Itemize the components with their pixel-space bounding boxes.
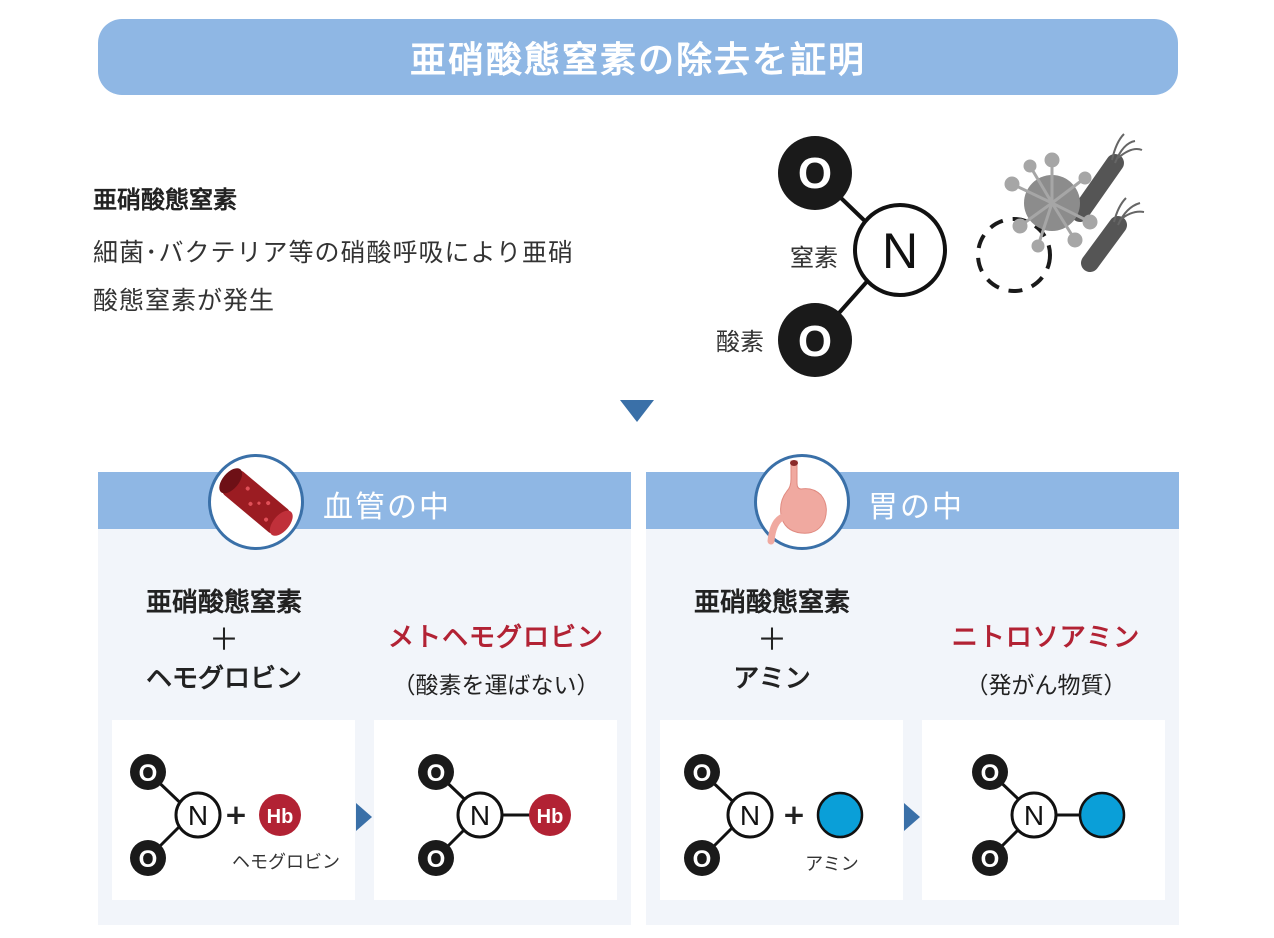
page-title: 亜硝酸態窒素の除去を証明 xyxy=(409,40,866,81)
reaction-arrow-icon xyxy=(904,803,920,831)
blood-vessel-icon xyxy=(208,454,304,550)
reactants: 亜硝酸態窒素 ＋ ヘモグロビン xyxy=(104,584,344,698)
result-methemoglobin: メトヘモグロビン xyxy=(387,623,604,653)
nitrogen-label: 窒素 xyxy=(790,244,838,272)
nitrogen-symbol: N xyxy=(1024,800,1044,831)
panel-title: 血管の中 xyxy=(323,490,451,525)
oxygen-symbol: O xyxy=(693,760,712,787)
reaction-arrow-icon xyxy=(356,803,372,831)
panel-header: 胃の中 xyxy=(646,472,1179,529)
result: メトヘモグロビン （酸素を運ばない） xyxy=(366,617,626,700)
bacteria-icon xyxy=(1004,133,1145,272)
stomach-icon xyxy=(754,454,850,550)
oxygen-symbol: O xyxy=(981,846,1000,873)
plus-icon: + xyxy=(782,798,805,831)
reactant-nitrite: 亜硝酸態窒素 xyxy=(693,588,850,618)
plus-sign: ＋ xyxy=(209,623,239,658)
amine-label: アミン xyxy=(805,854,859,875)
definition-heading: 亜硝酸態窒素 xyxy=(93,186,237,214)
nitrogen-symbol: N xyxy=(188,800,208,831)
oxygen-symbol: O xyxy=(139,846,158,873)
oxygen-label: 酸素 xyxy=(716,328,764,356)
reactants: 亜硝酸態窒素 ＋ アミン xyxy=(652,584,892,698)
nitrogen-symbol: N xyxy=(470,800,490,831)
result-nitrosamine: ニトロソアミン xyxy=(951,623,1141,653)
nitrogen-atom: N xyxy=(853,203,947,297)
definition-line-1: 細菌･バクテリア等の硝酸呼吸により亜硝 xyxy=(93,238,575,267)
oxygen-atom-bottom: O xyxy=(778,303,852,377)
removed-oxygen-dashed-circle xyxy=(976,217,1052,293)
result: ニトロソアミン （発がん物質） xyxy=(916,617,1176,700)
oxygen-symbol: O xyxy=(981,760,1000,787)
oxygen-atom-top: O xyxy=(778,136,852,210)
plus-icon: + xyxy=(224,798,247,831)
oxygen-symbol-top: O xyxy=(798,149,832,198)
nitrite-molecule-figure: O N O 窒素 酸素 xyxy=(690,118,1190,388)
reaction-product-box: O O N Hb xyxy=(374,720,617,900)
result-note: （酸素を運ばない） xyxy=(392,673,600,699)
plus-sign: ＋ xyxy=(757,623,787,658)
result-note: （発がん物質） xyxy=(965,673,1127,699)
amine-group xyxy=(1078,791,1126,839)
oxygen-symbol: O xyxy=(693,846,712,873)
panel-title: 胃の中 xyxy=(868,490,964,525)
panel-blood-vessel: 血管の中 亜硝酸態窒素 ＋ ヘモグロビン メトヘモグロビン （酸素を運ばない） … xyxy=(98,454,631,925)
reactant-nitrite: 亜硝酸態窒素 xyxy=(145,588,302,618)
title-banner: 亜硝酸態窒素の除去を証明 xyxy=(98,19,1178,95)
reaction-input-box: O O N + アミン xyxy=(660,720,903,900)
reactant-amine: アミン xyxy=(733,664,811,694)
hemoglobin-symbol: Hb xyxy=(267,806,294,828)
reactant-hemoglobin: ヘモグロビン xyxy=(145,664,302,694)
hemoglobin-symbol: Hb xyxy=(537,806,564,828)
reaction-input-box: O O N + Hb ヘモグロビン xyxy=(112,720,355,900)
hemoglobin-label: ヘモグロビン xyxy=(232,852,340,873)
reaction-product-box: O O N xyxy=(922,720,1165,900)
oxygen-symbol-bottom: O xyxy=(798,317,832,366)
nitrogen-symbol: N xyxy=(740,800,760,831)
definition-body: 細菌･バクテリア等の硝酸呼吸により亜硝 酸態窒素が発生 xyxy=(93,229,663,325)
definition-line-2: 酸態窒素が発生 xyxy=(93,286,276,315)
panel-stomach: 胃の中 亜硝酸態窒素 ＋ アミン ニトロソアミン （発がん物質） O O N +… xyxy=(646,454,1179,925)
down-arrow-icon xyxy=(620,400,654,422)
oxygen-symbol: O xyxy=(427,846,446,873)
nitrogen-symbol: N xyxy=(882,223,918,279)
panel-header: 血管の中 xyxy=(98,472,631,529)
oxygen-symbol: O xyxy=(427,760,446,787)
oxygen-symbol: O xyxy=(139,760,158,787)
